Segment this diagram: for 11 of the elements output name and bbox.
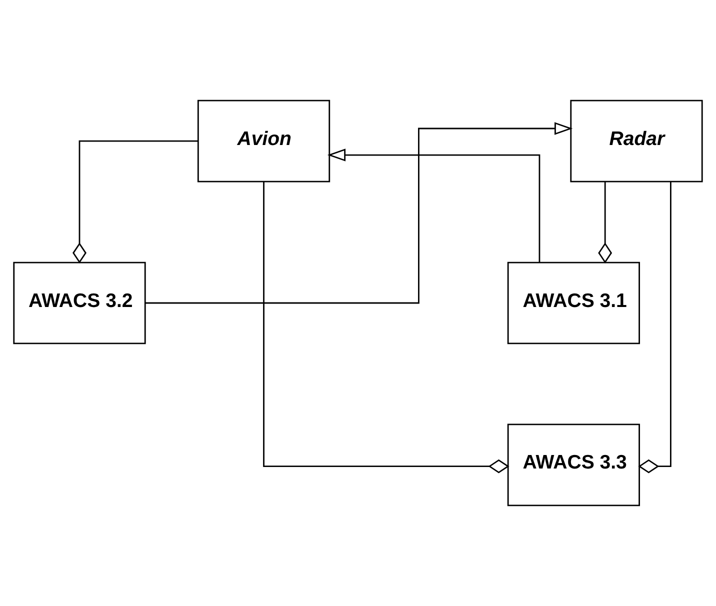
node-box: AWACS 3.1: [507, 262, 640, 344]
connector: [72, 140, 198, 264]
connector: [638, 182, 672, 474]
node-box: AWACS 3.3: [507, 424, 640, 506]
connector: [263, 182, 510, 474]
arrow: [145, 122, 573, 304]
connector: [598, 182, 612, 264]
node-box: Avion: [197, 100, 330, 182]
node-box: AWACS 3.2: [13, 262, 146, 344]
node-box: Radar: [570, 100, 703, 182]
arrow: [327, 148, 540, 262]
